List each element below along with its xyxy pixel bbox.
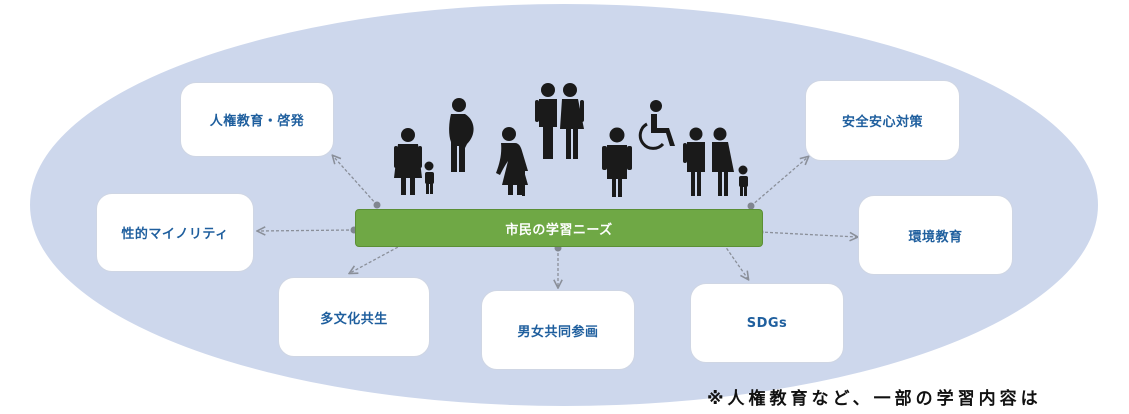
couple-icon [535, 83, 584, 159]
pregnant-woman-icon [449, 98, 474, 172]
topic-sdgs[interactable]: SDGs [690, 283, 844, 363]
people-illustration [394, 83, 748, 197]
topic-sexual-minority[interactable]: 性的マイノリティ [96, 193, 254, 272]
arrow-to-human-rights [333, 156, 378, 206]
arrow-to-sdgs [717, 235, 748, 279]
center-needs-bar: 市民の学習ニーズ [355, 209, 763, 247]
topic-multicultural[interactable]: 多文化共生 [278, 277, 430, 357]
topic-safety[interactable]: 安全安心対策 [805, 80, 960, 161]
parent-with-child-icon [394, 128, 434, 195]
topic-human-rights[interactable]: 人権教育・啓発 [180, 82, 334, 157]
wheelchair-user-icon [638, 100, 675, 150]
topic-gender-equality[interactable]: 男女共同参画 [481, 290, 635, 370]
connector-dot [747, 202, 755, 210]
topic-environment[interactable]: 環境教育 [858, 195, 1013, 275]
connector-dot [373, 201, 381, 209]
family-icon [683, 127, 748, 196]
man-icon [602, 127, 632, 197]
arrow-to-environment [759, 231, 857, 237]
arrow-to-sexual-minority [258, 230, 355, 231]
elderly-with-cane-icon [496, 127, 528, 196]
arrow-to-safety [750, 157, 808, 207]
footnote: ※人権教育など、一部の学習内容は [707, 389, 1042, 409]
